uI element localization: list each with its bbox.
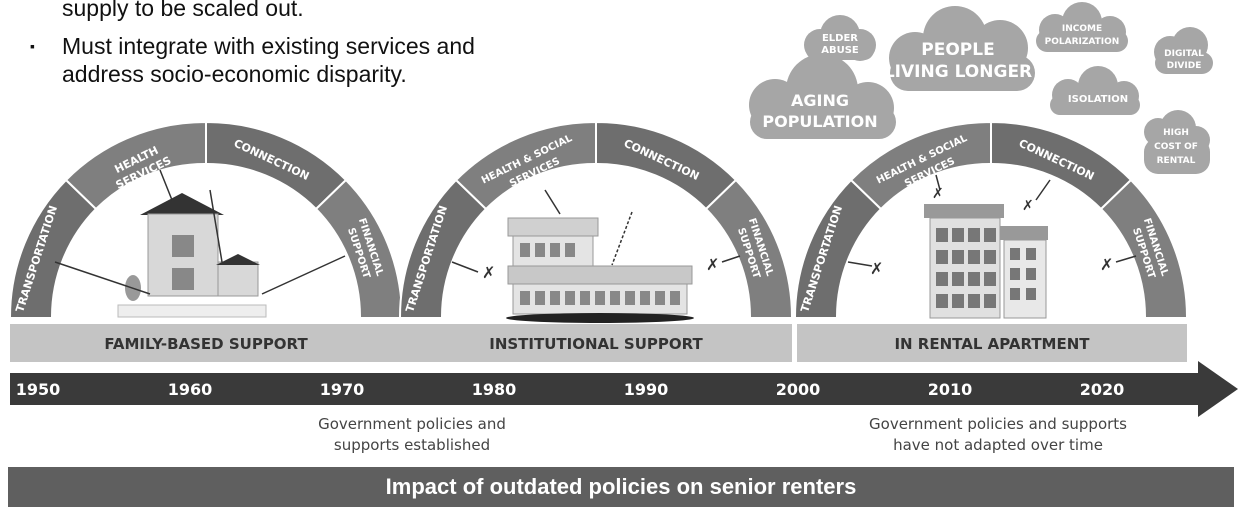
- cloud-label: DIVIDE: [1167, 61, 1202, 71]
- cloud-people-living-longer: PEOPLE LIVING LONGER: [884, 6, 1035, 91]
- note-line: Government policies and: [318, 415, 506, 433]
- cloud-income-polarization: INCOME POLARIZATION: [1036, 2, 1128, 52]
- institution-illustration: ✗ ✗: [451, 189, 741, 323]
- cloud-label: LIVING LONGER: [884, 62, 1032, 82]
- arc-segment-financial: [1099, 178, 1189, 319]
- cloud-label: ISOLATION: [1068, 94, 1128, 105]
- cloud-label: AGING: [791, 91, 849, 110]
- cloud-label: PEOPLE: [921, 40, 994, 60]
- cloud-label: POLARIZATION: [1045, 37, 1120, 47]
- bullet-marker: ▪: [30, 38, 35, 54]
- year-label: 1990: [624, 380, 669, 399]
- note-line: Government policies and supports: [869, 415, 1127, 433]
- cloud-label: POPULATION: [762, 112, 877, 131]
- era-rental-apartment: TRANSPORTATION HEALTH & SOCIAL SERVICES …: [793, 120, 1189, 362]
- apartment-illustration: ✗ ✗ ✗ ✗: [847, 174, 1137, 319]
- cross-mark: ✗: [482, 263, 495, 282]
- cloud-label: ELDER: [822, 33, 858, 44]
- cross-mark: ✗: [932, 186, 944, 202]
- cloud-digital-divide: DIGITAL DIVIDE: [1154, 27, 1213, 74]
- cloud-elder-abuse: ELDER ABUSE: [804, 15, 876, 61]
- era-label: IN RENTAL APARTMENT: [894, 335, 1090, 353]
- note-left: Government policies and supports establi…: [262, 414, 562, 456]
- year-label: 2000: [776, 380, 821, 399]
- cloud-high-cost-of-rental: HIGH COST OF RENTAL: [1144, 110, 1210, 174]
- cross-mark: ✗: [1100, 255, 1113, 274]
- cloud-label: COST OF: [1154, 142, 1198, 152]
- cloud-label: DIGITAL: [1164, 49, 1204, 59]
- cross-mark: ✗: [706, 255, 719, 274]
- footer-banner: Impact of outdated policies on senior re…: [8, 467, 1234, 507]
- arc-segment-financial: [704, 178, 794, 319]
- cloud-aging-population: AGING POPULATION: [749, 54, 896, 139]
- year-label: 1960: [168, 380, 213, 399]
- year-label: 1950: [16, 380, 61, 399]
- year-label: 1970: [320, 380, 365, 399]
- cross-mark: ✗: [870, 259, 883, 278]
- intro-line-2: address socio-economic disparity.: [62, 61, 407, 87]
- era-label: INSTITUTIONAL SUPPORT: [489, 335, 703, 353]
- era-institutional: TRANSPORTATION HEALTH & SOCIAL SERVICES …: [398, 120, 794, 362]
- year-label: 1980: [472, 380, 517, 399]
- note-line: supports established: [333, 436, 491, 454]
- cloud-label: INCOME: [1062, 24, 1102, 34]
- intro-line-0: supply to be scaled out.: [62, 0, 304, 21]
- cloud-label: HIGH: [1163, 128, 1189, 138]
- year-label: 2020: [1080, 380, 1125, 399]
- cross-mark: ✗: [1022, 198, 1034, 214]
- note-line: have not adapted over time: [893, 436, 1103, 454]
- era-family-based: TRANSPORTATION HEALTH SERVICES CONNECTIO…: [8, 120, 404, 362]
- intro-line-1: Must integrate with existing services an…: [62, 33, 475, 59]
- note-right: Government policies and supports have no…: [818, 414, 1178, 456]
- timeline-arrow: 1950 1960 1970 1980 1990 2000 2010 2020: [10, 361, 1238, 417]
- year-label: 2010: [928, 380, 973, 399]
- cloud-isolation: ISOLATION: [1050, 66, 1140, 115]
- cloud-label: ABUSE: [821, 45, 859, 56]
- house-illustration: [54, 169, 346, 318]
- cloud-label: RENTAL: [1157, 156, 1196, 166]
- era-label: FAMILY-BASED SUPPORT: [104, 335, 308, 353]
